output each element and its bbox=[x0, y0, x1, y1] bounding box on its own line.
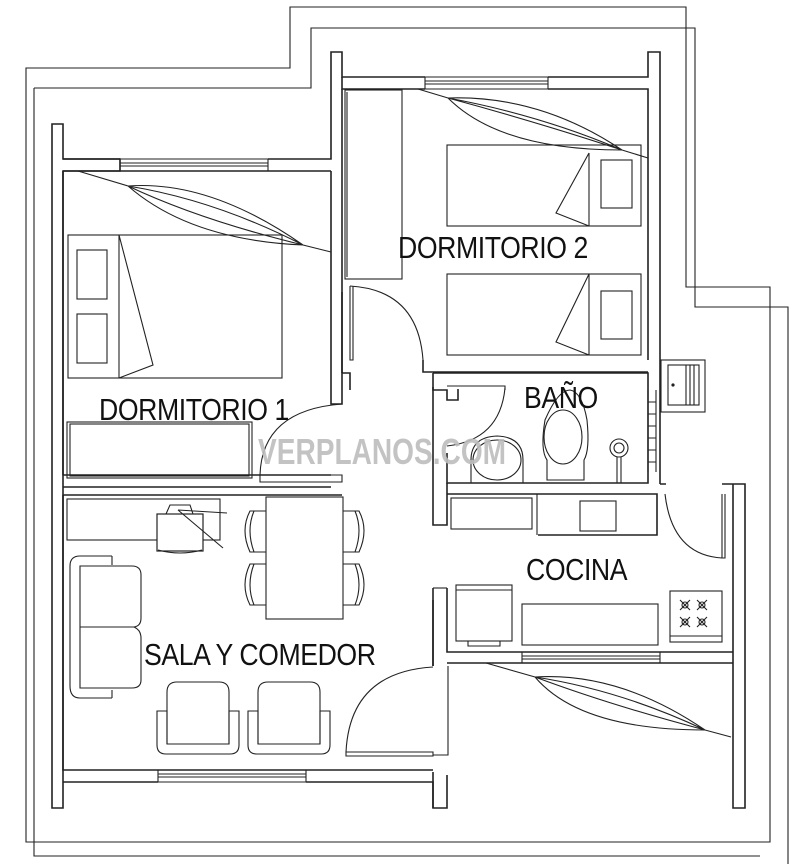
window-swing-dorm1 bbox=[77, 170, 332, 253]
armchair-1 bbox=[156, 681, 240, 755]
single-bed-1 bbox=[446, 144, 642, 227]
window-swing-balcony bbox=[432, 662, 733, 809]
window-swing-dorm2 bbox=[417, 88, 649, 159]
dining-table bbox=[244, 496, 365, 620]
stove-burners bbox=[679, 599, 708, 628]
door-arc-entrance bbox=[345, 666, 434, 753]
door-arc-dorm1 bbox=[259, 403, 343, 476]
door-arc-dorm2 bbox=[349, 285, 424, 361]
room-label-sala-comedor: SALA Y COMEDOR bbox=[144, 637, 376, 672]
wardrobe-dorm1 bbox=[66, 421, 253, 479]
desk bbox=[66, 498, 228, 554]
room-label-cocina: COCINA bbox=[526, 552, 628, 587]
room-label-bano: BAÑO bbox=[524, 380, 598, 415]
sofa bbox=[69, 555, 142, 699]
outer-boundary bbox=[25, 6, 789, 864]
wardrobe-dorm2 bbox=[344, 89, 403, 280]
double-bed bbox=[67, 234, 283, 379]
door-arc-bano bbox=[446, 387, 506, 447]
laundry-sink bbox=[660, 359, 706, 413]
door-arc-cocina bbox=[664, 493, 723, 559]
exterior-walls bbox=[51, 51, 661, 809]
armchair-2 bbox=[247, 681, 331, 755]
bathroom bbox=[432, 372, 657, 526]
single-bed-2 bbox=[446, 273, 642, 356]
window-sala bbox=[157, 769, 307, 783]
room-label-dormitorio-2: DORMITORIO 2 bbox=[398, 230, 588, 265]
watermark: VERPLANOS.COM bbox=[258, 431, 507, 472]
entrance-door bbox=[345, 666, 449, 757]
room-label-dormitorio-1: DORMITORIO 1 bbox=[99, 392, 289, 427]
